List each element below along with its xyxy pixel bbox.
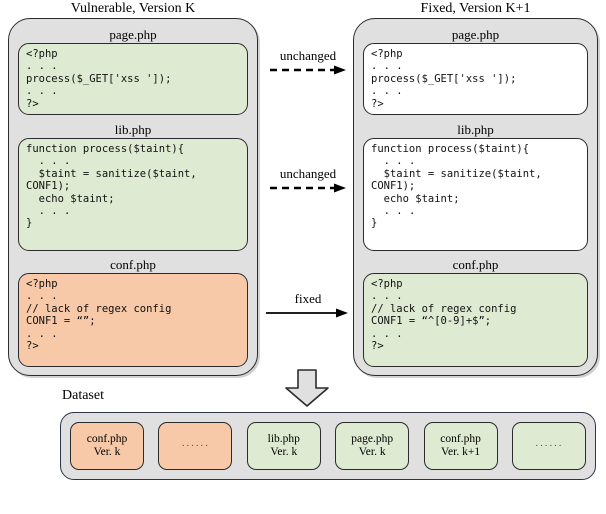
- left-column-caption: Vulnerable, Version K: [70, 1, 196, 16]
- file-block-conf-php-right: conf.php <?php . . . // lack of regex co…: [354, 257, 597, 367]
- dashed-arrow-icon-lib: [262, 182, 354, 194]
- code-box-lib-php-right: function process($taint){ . . . $taint =…: [363, 138, 588, 251]
- dataset-card-version: Ver. k+1: [441, 446, 481, 458]
- dataset-card-name: conf.php: [86, 433, 128, 445]
- file-block-lib-php-left: lib.php function process($taint){ . . . …: [9, 122, 257, 251]
- code-box-conf-php-right: <?php . . . // lack of regex config CONF…: [363, 273, 588, 367]
- file-title-conf-php-right: conf.php: [452, 257, 499, 272]
- file-title-page-php-left: page.php: [109, 27, 157, 42]
- dataset-panel: conf.php Ver. k ······ lib.php Ver. k pa…: [60, 412, 596, 480]
- vulnerable-version-panel: page.php <?php . . . process($_GET['xss …: [8, 18, 258, 376]
- file-title-page-php-right: page.php: [451, 27, 500, 42]
- dataset-card[interactable]: conf.php Ver. k+1: [423, 422, 498, 470]
- file-block-page-php-right: page.php <?php . . . process($_GET['xss …: [354, 27, 597, 115]
- dataset-caption: Dataset: [62, 388, 104, 403]
- dataset-card[interactable]: conf.php Ver. k: [70, 422, 144, 470]
- dataset-card[interactable]: ······: [158, 422, 233, 470]
- dataset-card[interactable]: lib.php Ver. k: [246, 422, 321, 470]
- file-title-lib-php-left: lib.php: [114, 122, 152, 137]
- dataset-card-version: Ver. k: [93, 446, 121, 458]
- dataset-card-name: lib.php: [267, 433, 300, 445]
- file-block-lib-php-right: lib.php function process($taint){ . . . …: [354, 122, 597, 251]
- dataset-card-version: Ver. k: [270, 446, 298, 458]
- dataset-card-name: ······: [534, 439, 563, 452]
- file-block-conf-php-left: conf.php <?php . . . // lack of regex co…: [9, 257, 257, 367]
- dashed-arrow-icon-page: [262, 64, 354, 76]
- file-title-conf-php-left: conf.php: [110, 257, 156, 272]
- file-block-page-php-left: page.php <?php . . . process($_GET['xss …: [9, 27, 257, 115]
- code-box-page-php-left: <?php . . . process($_GET['xss ']); . . …: [18, 43, 248, 115]
- code-box-conf-php-left: <?php . . . // lack of regex config CONF…: [18, 273, 248, 367]
- dataset-card-version: Ver. k: [358, 446, 386, 458]
- down-block-arrow-icon: [283, 368, 331, 408]
- transition-label-fixed: fixed: [294, 291, 322, 306]
- code-box-lib-php-left: function process($taint){ . . . $taint =…: [18, 138, 248, 251]
- dataset-card-name: conf.php: [440, 433, 481, 445]
- solid-arrow-icon-fixed: [262, 307, 354, 319]
- dataset-card[interactable]: page.php Ver. k: [335, 422, 410, 470]
- file-title-lib-php-right: lib.php: [457, 122, 494, 137]
- code-box-page-php-right: <?php . . . process($_GET['xss ']); . . …: [363, 43, 588, 115]
- dataset-card-name: page.php: [351, 433, 394, 445]
- transition-label-unchanged-page: unchanged: [279, 48, 337, 63]
- transition-label-unchanged-lib: unchanged: [279, 166, 337, 181]
- dataset-card-name: ······: [181, 439, 210, 452]
- right-column-caption: Fixed, Version K+1: [420, 1, 531, 16]
- dataset-card[interactable]: ······: [511, 422, 586, 470]
- fixed-version-panel: page.php <?php . . . process($_GET['xss …: [353, 18, 598, 376]
